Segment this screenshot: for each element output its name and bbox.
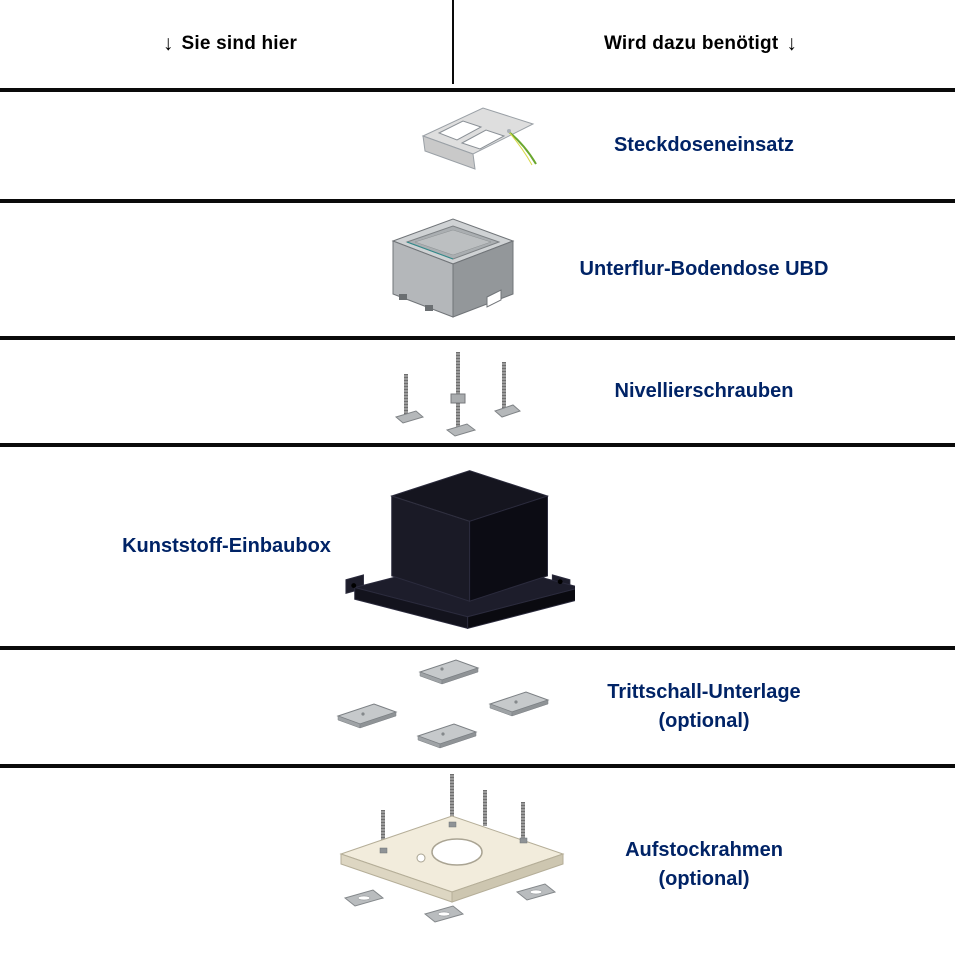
header-right-label: Wird dazu benötigt: [603, 33, 779, 54]
header-column-divider: [452, 0, 454, 84]
aufstockrahmen-image: [339, 774, 565, 923]
row-aufstockrahmen: Aufstockrahmen (optional): [0, 764, 955, 961]
row-nivellierschrauben: Nivellierschrauben: [0, 336, 955, 443]
header-cell-left: ↓ Sie sind hier: [0, 0, 452, 88]
label-aufstockrahmen: Aufstockrahmen (optional): [625, 838, 783, 890]
row-unterflur-bodendose: Unterflur-Bodendose UBD: [0, 199, 955, 336]
down-arrow-icon: ↓: [162, 32, 174, 55]
header-cell-right: Wird dazu benötigt ↓: [454, 0, 955, 88]
row-trittschall-unterlage: Trittschall-Unterlage (optional): [0, 646, 955, 764]
label-unterflur-bodendose: Unterflur-Bodendose UBD: [579, 258, 829, 280]
trittschall-unterlage-image: [336, 659, 550, 749]
row-steckdoseneinsatz: Steckdoseneinsatz: [0, 88, 955, 199]
row-kunststoff-einbaubox: Kunststoff-Einbaubox: [0, 443, 955, 646]
steckdoseneinsatz-image: [421, 107, 537, 170]
unterflur-bodendose-image: [391, 218, 515, 318]
header-left-label: Sie sind hier: [181, 33, 298, 54]
label-nivellierschrauben: Nivellierschrauben: [614, 380, 794, 402]
header-row: ↓ Sie sind hier Wird dazu benötigt ↓: [0, 0, 955, 88]
label-steckdoseneinsatz: Steckdoseneinsatz: [613, 134, 795, 156]
label-trittschall-unterlage: Trittschall-Unterlage (optional): [607, 681, 801, 732]
down-arrow-icon: ↓: [786, 32, 798, 55]
kunststoff-einbaubox-image: [345, 470, 575, 630]
nivellierschrauben-image: [394, 352, 521, 437]
label-kunststoff-einbaubox: Kunststoff-Einbaubox: [122, 535, 331, 557]
